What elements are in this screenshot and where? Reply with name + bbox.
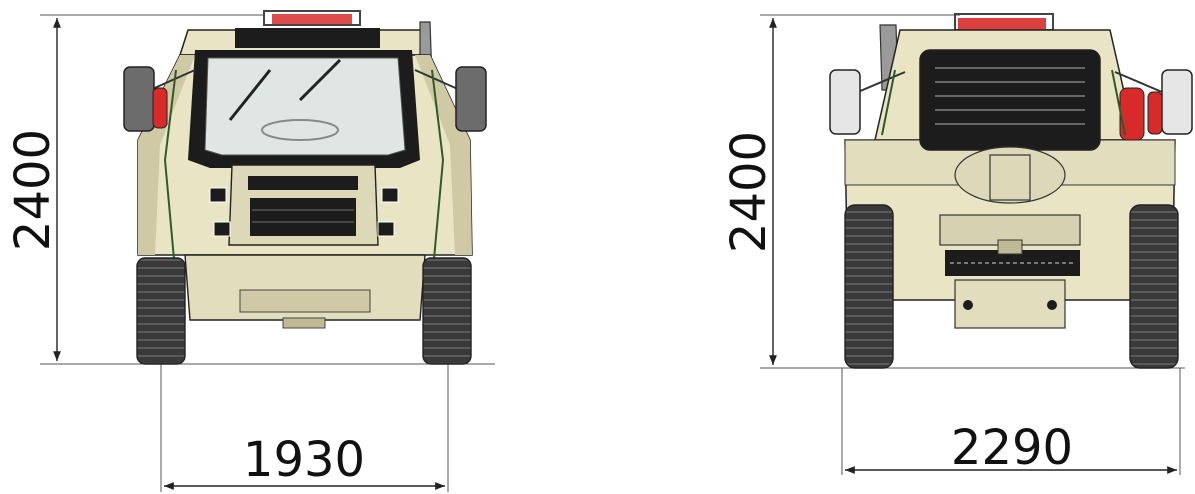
rear-view: 2400 2290 bbox=[721, 13, 1193, 476]
rear-hitch-assembly bbox=[939, 146, 1081, 329]
rear-radiator bbox=[919, 49, 1101, 151]
rear-extinguisher-small bbox=[1147, 91, 1163, 135]
rear-height-label: 2400 bbox=[721, 131, 777, 253]
rear-left-mirror bbox=[829, 69, 906, 135]
front-grille bbox=[228, 164, 379, 246]
front-height-dimension: 2400 bbox=[5, 14, 495, 365]
front-width-label: 1930 bbox=[243, 432, 365, 488]
front-width-dimension: 1930 bbox=[160, 364, 449, 492]
roof-rack bbox=[263, 10, 361, 26]
rear-width-dimension: 2290 bbox=[841, 368, 1181, 476]
front-right-tire bbox=[422, 257, 472, 365]
front-view: 2400 1930 bbox=[5, 10, 495, 492]
headlight-left-upper bbox=[209, 187, 227, 203]
rear-left-tire bbox=[844, 204, 894, 369]
rear-right-tire bbox=[1129, 204, 1179, 369]
rear-height-dimension: 2400 bbox=[721, 14, 1185, 369]
front-left-tire bbox=[136, 257, 186, 365]
front-height-label: 2400 bbox=[5, 129, 61, 251]
headlight-right-upper bbox=[381, 187, 399, 203]
rear-width-label: 2290 bbox=[951, 420, 1073, 476]
right-mirror bbox=[414, 66, 487, 132]
front-extinguisher bbox=[152, 87, 168, 129]
windshield bbox=[204, 57, 406, 156]
headlight-right-lower bbox=[377, 221, 395, 237]
headlight-left-lower bbox=[213, 221, 231, 237]
